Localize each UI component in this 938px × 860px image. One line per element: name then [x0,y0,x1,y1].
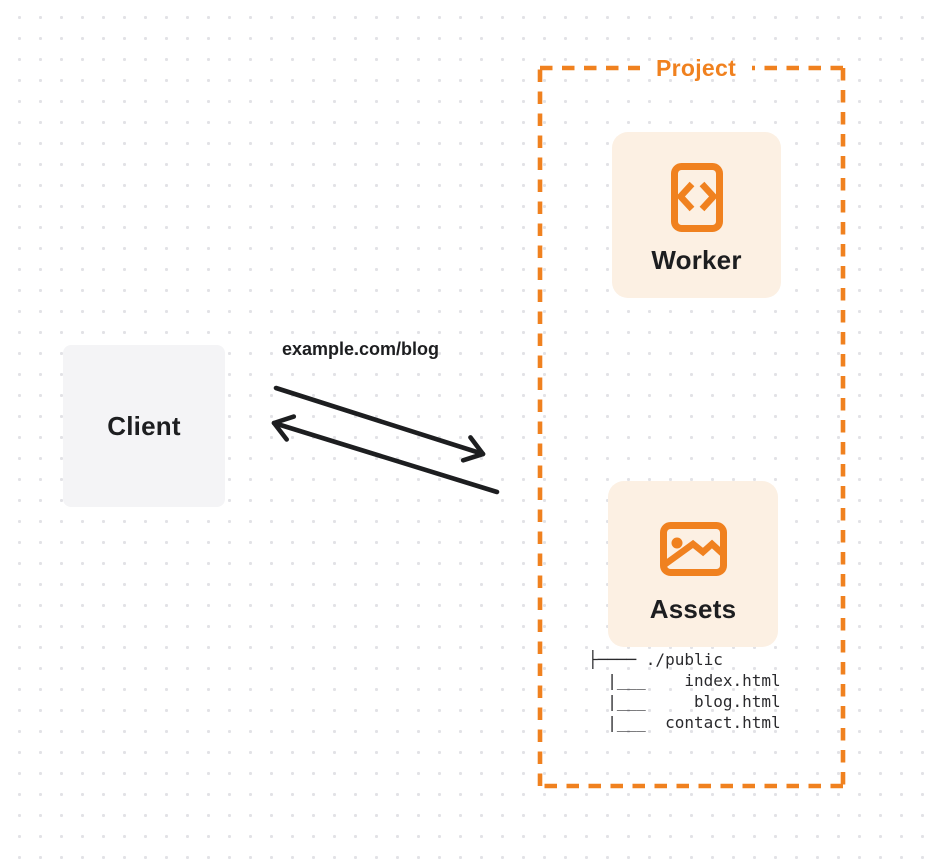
request-url-label: example.com/blog [282,339,440,359]
worker-label: Worker [651,245,742,275]
assets-file-tree: ├──── ./public |___ index.html |___ blog… [588,650,781,732]
worker-node: Worker [612,132,781,298]
image-icon [608,481,778,594]
request-arrow [273,385,486,463]
client-label: Client [107,410,181,441]
assets-label: Assets [649,594,737,624]
assets-node: Assets [608,481,778,647]
response-arrow [271,414,500,495]
project-label: Project [655,55,737,81]
client-node: Client [63,345,225,507]
code-document-icon [612,132,781,245]
